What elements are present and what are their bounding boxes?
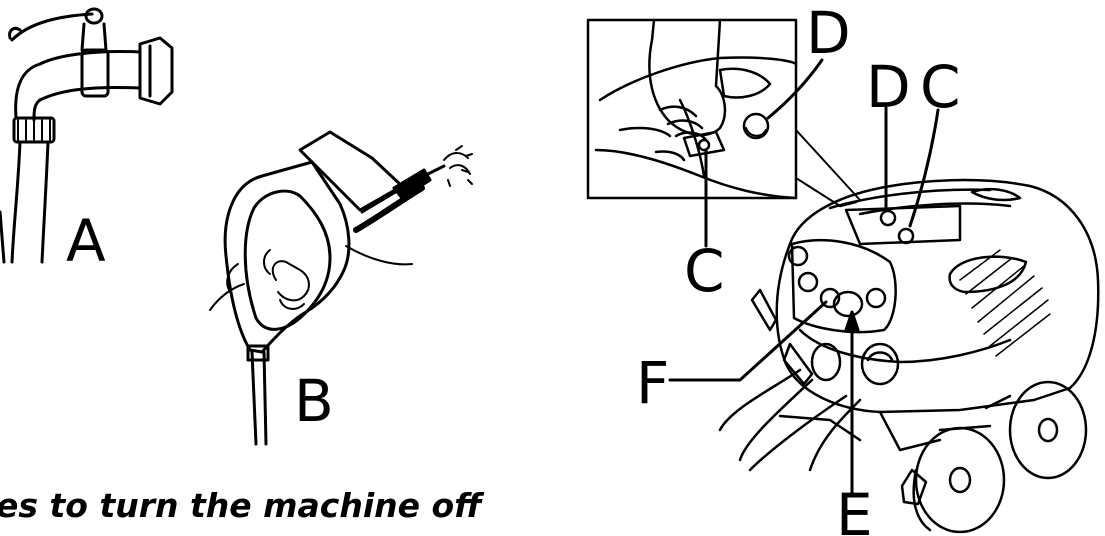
- inset-detail-box: [588, 20, 796, 198]
- instruction-caption: es to turn the machine off: [0, 486, 482, 525]
- pressure-washer-illustration: [720, 180, 1098, 532]
- callout-c-inset: C: [684, 242, 725, 300]
- spray-gun-illustration: [210, 132, 472, 444]
- callout-e: E: [836, 486, 873, 536]
- callout-b: B: [294, 372, 334, 430]
- inset-leader-lines: [706, 60, 860, 246]
- callout-d-inset: D: [806, 4, 851, 62]
- callout-f: F: [636, 354, 669, 412]
- callout-c-machine: C: [920, 58, 961, 116]
- callout-a: A: [66, 212, 106, 270]
- callout-d-machine: D: [866, 58, 911, 116]
